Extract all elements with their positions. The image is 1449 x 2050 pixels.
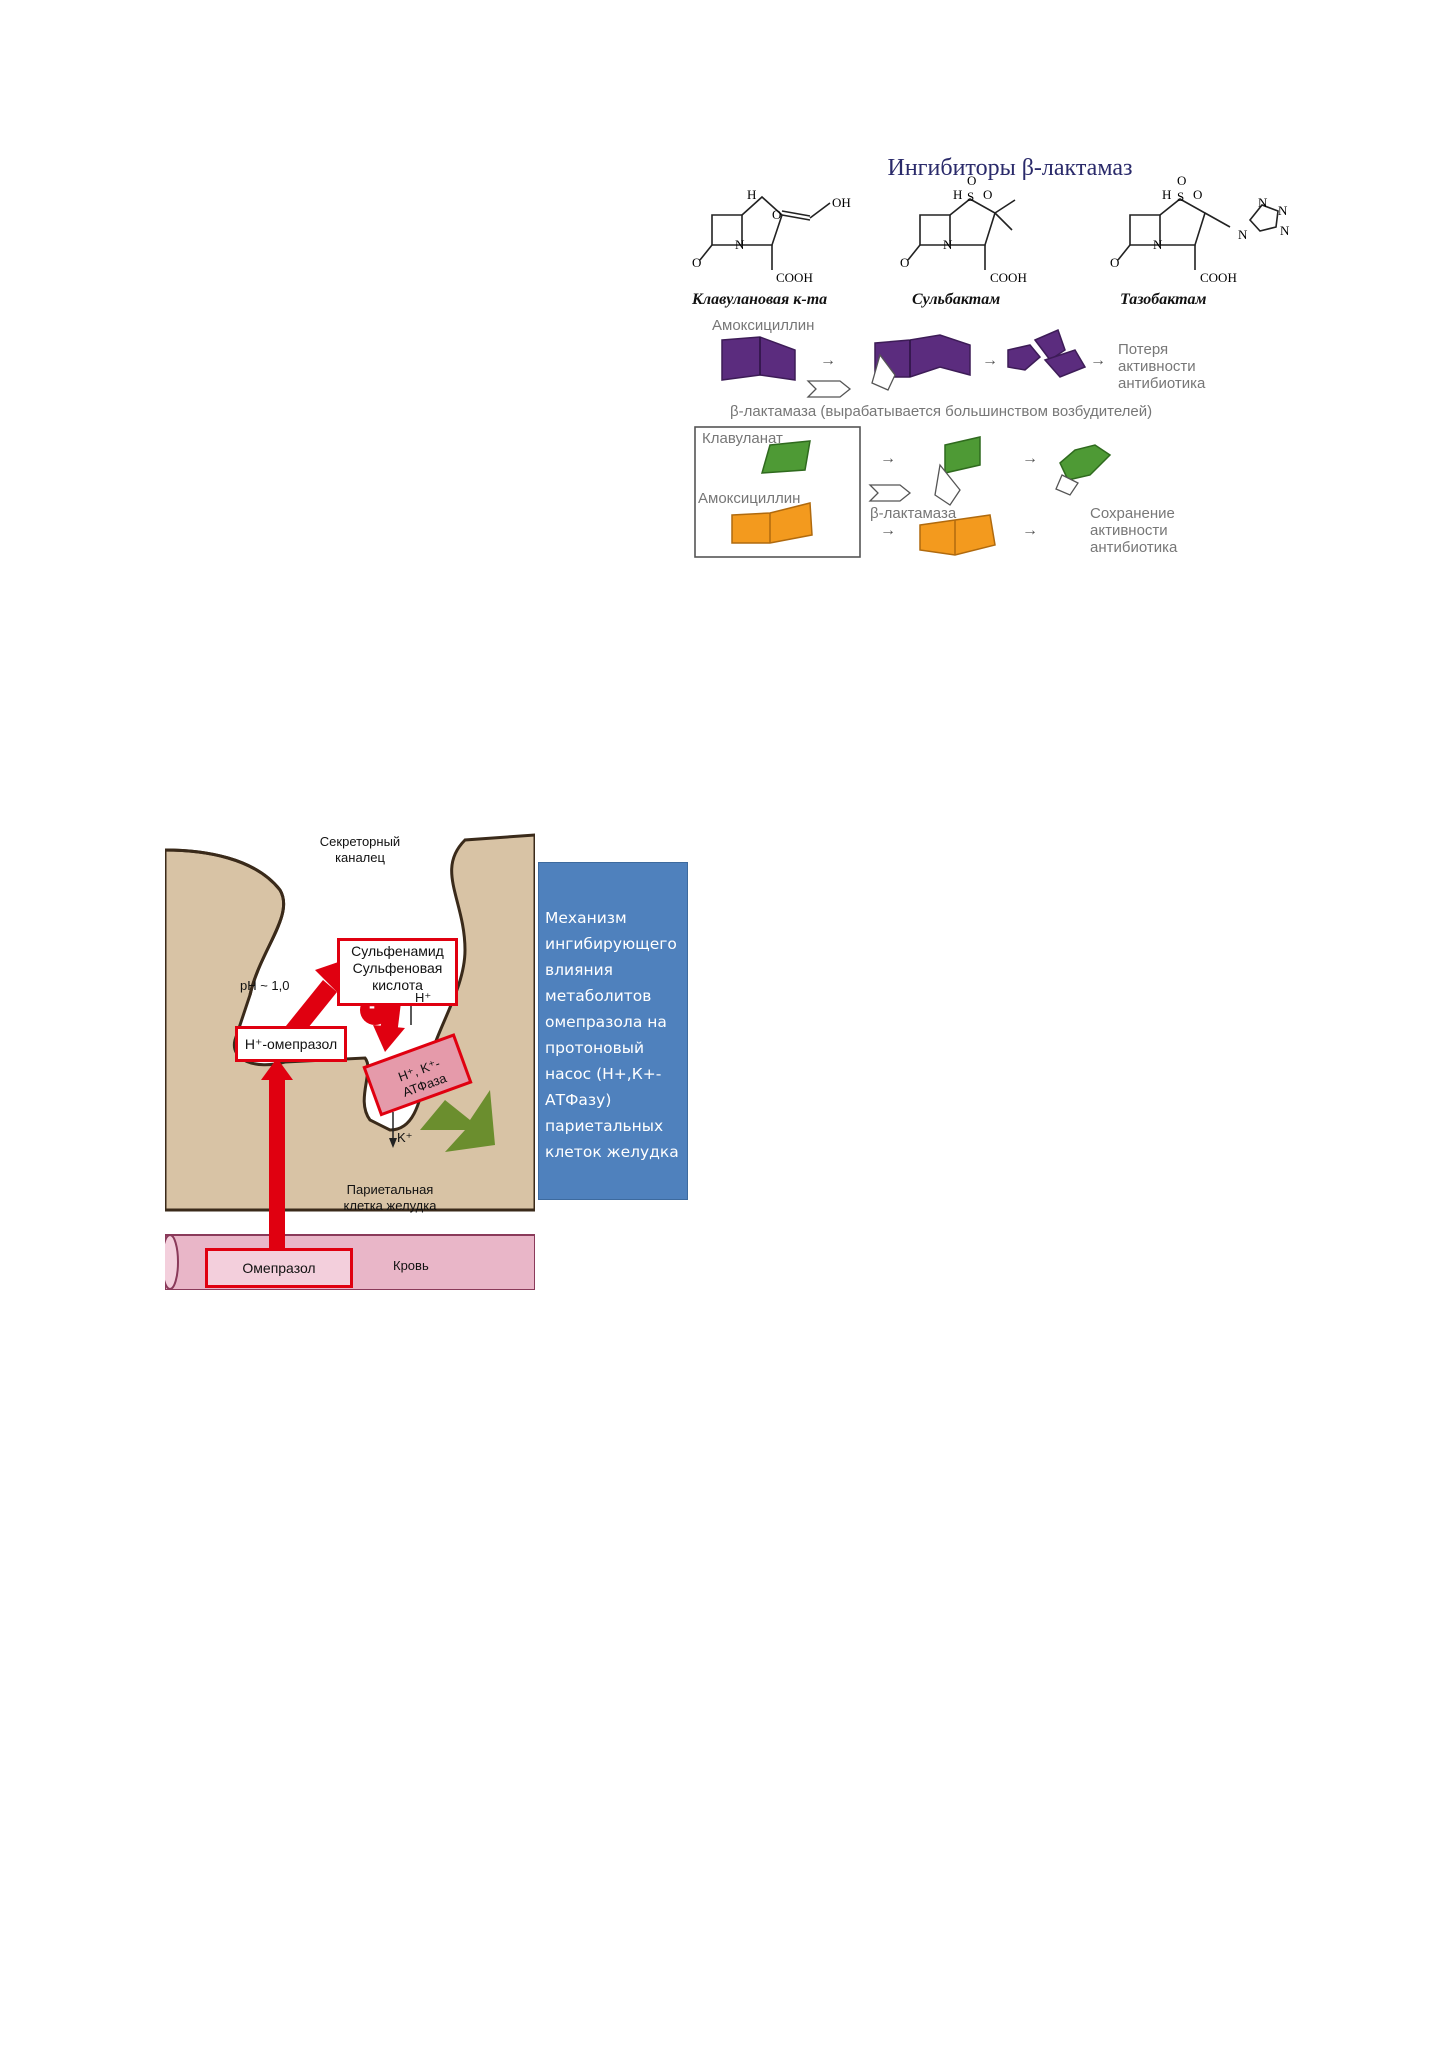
atom-label: O [983,187,993,202]
minus-sign: - [369,996,375,1016]
compound-name-sulbactam: Сульбактам [912,291,1001,308]
atom-label: O [1177,173,1187,188]
inactivated-enzyme-shape [1059,444,1112,481]
enzyme-attack-shape [871,353,896,391]
loss-activity-label: Потеря активности антибиотика [1118,341,1206,392]
atpase-box [362,1033,473,1117]
k-plus-label: K⁺ [397,1130,413,1145]
green-arrow [420,1090,495,1152]
combination-box [694,426,861,558]
compound-name-clavulanic: Клавулановая к-та [692,291,828,308]
omeprazole-box: Омепразол [205,1248,353,1288]
sulfenamide-box: Сульфенамид Сульфеновая кислота [337,938,458,1006]
parietal-cell-label: Париетальная клетка желудка [343,1182,437,1213]
h-plus-label: H⁺ [415,990,432,1005]
amoxicillin-label-row2: Амоксициллин [698,490,801,507]
atom-label: S [1177,189,1185,204]
omeprazole-mechanism-figure: Секреторный каналец pH ~ 1,0 Сульфенамид… [165,830,535,1290]
arrow-icon: → [880,450,896,467]
beta-lactamase-shape-row2 [868,484,912,502]
atom-label: O [1193,187,1203,202]
atom-label: N [735,237,745,252]
mechanism-row1: → → → [721,328,1106,398]
arrow-icon: → [1022,450,1038,467]
caption-box: Механизм ингибирующего влияния метаболит… [538,862,688,1200]
clavulanate-label: Клавуланат [702,430,783,447]
beta-lactamase-shape [806,380,852,398]
preserve-activity-label: Сохранение активности антибиотика [1090,505,1178,556]
arrow-icon: → [880,522,896,539]
parietal-cell-diagram [165,830,535,1290]
atom-label: O [772,207,782,222]
broken-fragment-shape [1033,328,1066,362]
figure-title: Ингибиторы β-лактамаз [887,155,1133,181]
beta-lactamase-label-row2: β-лактамаза [870,505,957,522]
h-omeprazole-box: H⁺-омепразол [235,1026,347,1062]
mechanism-row2: → → → → [694,426,1112,558]
atom-label: O [692,255,702,270]
atom-label: N [1238,227,1248,242]
beta-lactamase-label: β-лактамаза (вырабатывается большинством… [730,403,1153,420]
atom-label: N [943,237,953,252]
uptake-arrow [269,1078,285,1253]
atom-label: H [747,187,757,202]
arrow-icon: → [1022,522,1038,539]
atom-label: COOH [990,270,1027,285]
broken-fragment-shape [1007,344,1042,371]
atom-label: H [1162,187,1172,202]
atom-label: O [967,173,977,188]
atom-label: O [1110,255,1120,270]
beta-lactamase-inhibitors-figure: Ингибиторы β-лактамаз H [690,145,1330,570]
atom-label: COOH [1200,270,1237,285]
chemical-structures [699,195,1279,270]
atom-label: OH [832,195,851,210]
ph-label: pH ~ 1,0 [240,978,290,993]
amoxicillin-label-row1: Амоксициллин [712,317,815,334]
atom-label: H [953,187,963,202]
arrow-icon: → [982,352,998,369]
enzyme-bound-shape [934,463,961,506]
broken-fragment-shape [1043,349,1087,378]
arrow-icon: → [820,352,836,369]
atom-label: N [1280,223,1290,238]
atom-label: O [900,255,910,270]
atom-label: N [1278,203,1288,218]
compound-name-tazobactam: Тазобактам [1120,291,1207,308]
arrow-icon: → [1090,352,1106,369]
clavulanate-bound-shape [944,436,981,474]
amoxicillin-orange-shape [731,502,813,544]
atom-label: COOH [776,270,813,285]
blood-label: Кровь [393,1258,429,1273]
atom-label: S [967,189,975,204]
atom-label: N [1258,195,1268,210]
atom-label: N [1153,237,1163,252]
clavulanate-shape [760,440,811,474]
canaliculus-label: Секреторный каналец [319,834,401,865]
caption-text: Механизм ингибирующего влияния метаболит… [545,909,679,1161]
